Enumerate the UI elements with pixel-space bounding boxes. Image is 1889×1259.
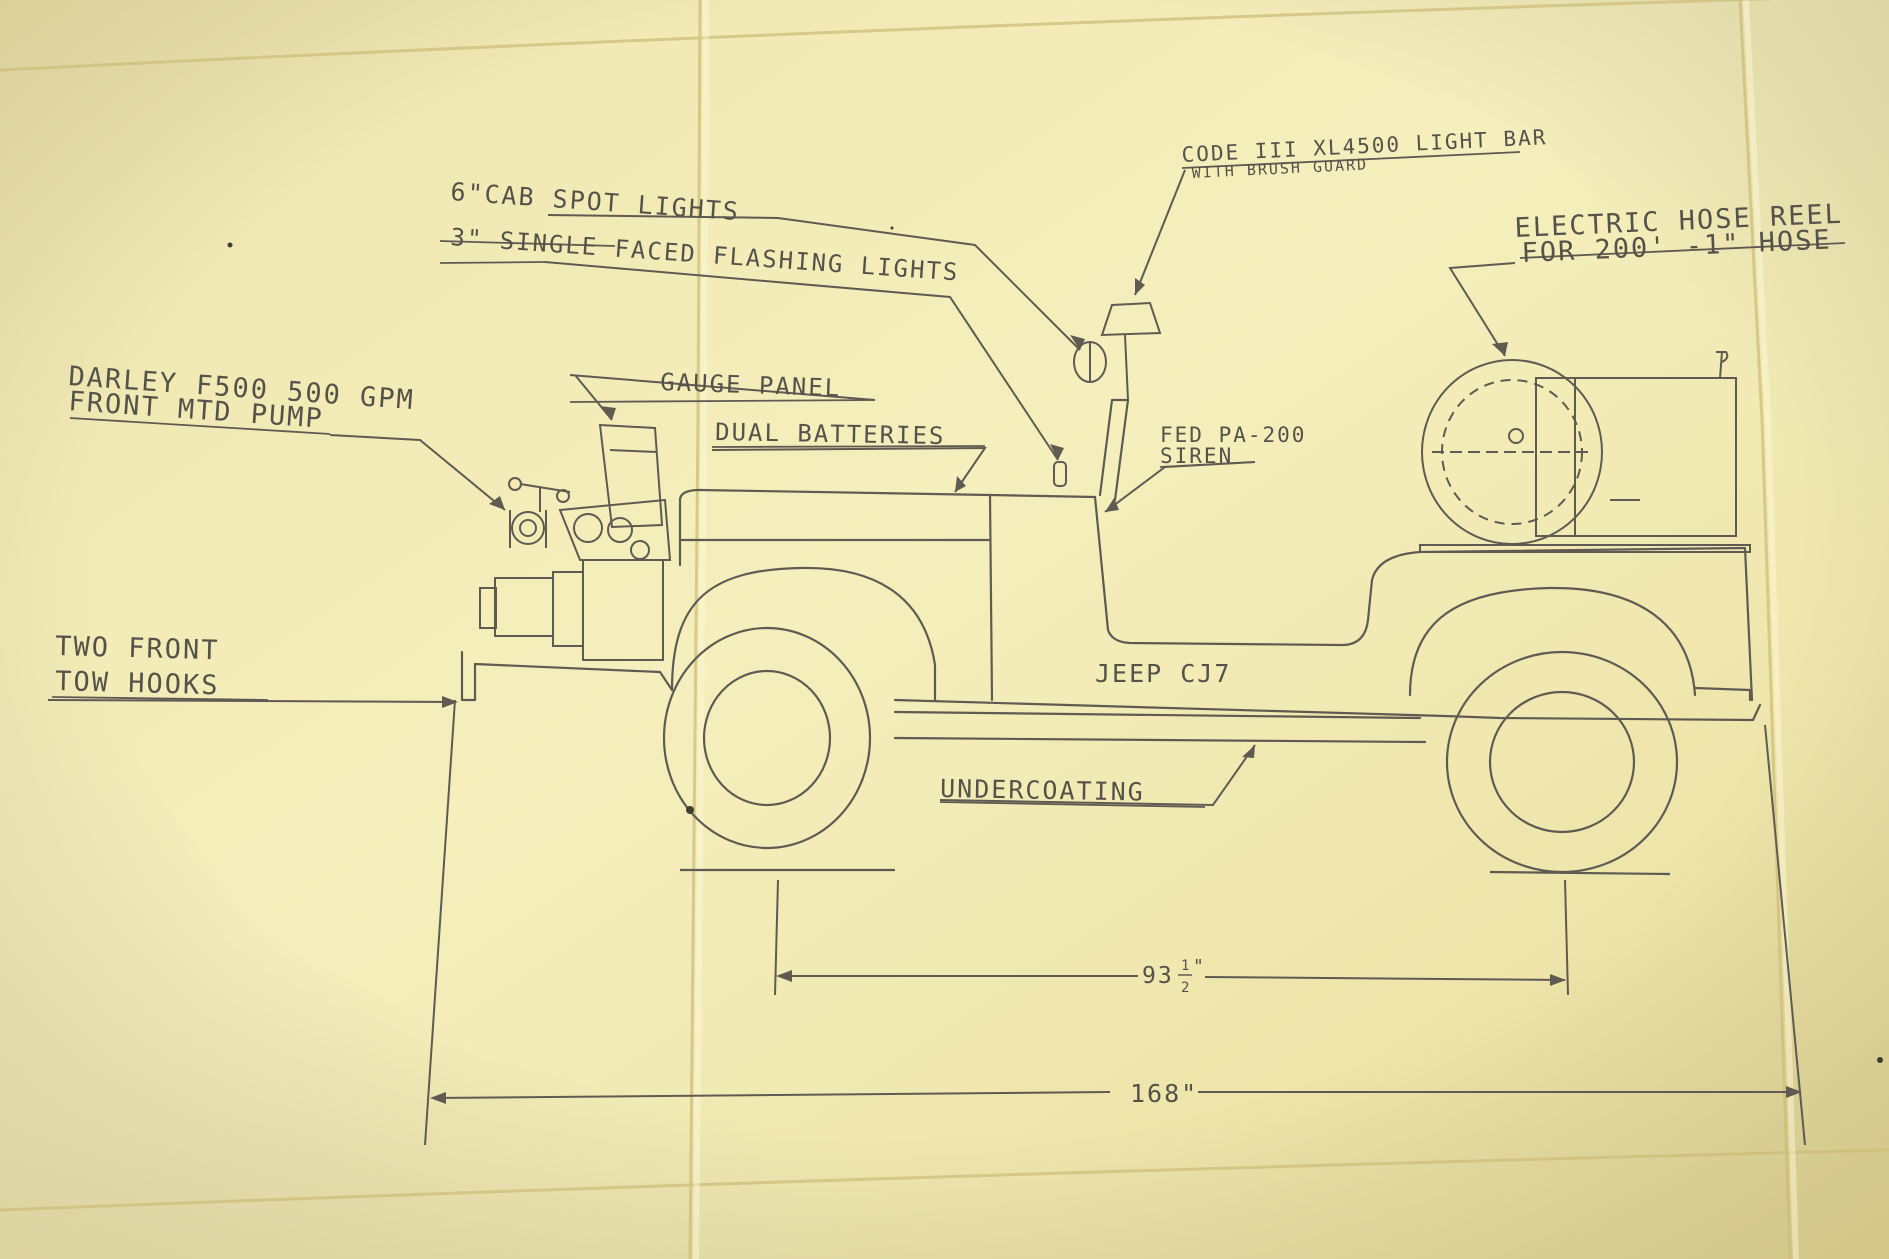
wheelbase-value: 93 [1142,963,1174,989]
light-bar [1100,301,1162,401]
lower-frame-2 [893,710,1422,720]
leader-flashing [544,261,1059,461]
label-dual-batteries: DUAL BATTERIES [715,418,946,450]
front-fender [670,566,937,702]
front-bumper [460,650,674,702]
dimension-lines [424,699,1806,1146]
gauge-panel-box [598,423,664,529]
overall-line-left [431,1091,1111,1099]
label-undercoating: UNDERCOATING [940,774,1145,807]
hose-reel [1419,351,1751,553]
cab-tub [1093,495,1754,702]
wheelbase-line-right [1204,976,1566,981]
pump-housing [558,498,672,561]
front-wheel [662,626,895,872]
label-siren-line2: SIREN [1160,444,1233,468]
label-underlines [51,151,1846,808]
rear-fender [1408,586,1697,697]
rear-step [1693,686,1752,702]
cowl-line [988,493,994,702]
jeep-outline [460,398,1762,744]
wheelbase-fraction-num: 1 [1181,958,1191,974]
label-siren-line1: FED PA-200 [1160,423,1306,447]
frame-rail [893,698,1762,722]
overall-length-value: 168" [1130,1079,1198,1108]
label-gauge-panel: GAUGE PANEL [660,368,842,402]
wheelbase-unit: " [1193,956,1206,977]
wheelbase-fraction-den: 2 [1181,980,1191,996]
rear-wheel [1445,650,1679,876]
lower-frame [893,736,1427,744]
label-vehicle: JEEP CJ7 [1095,659,1231,688]
leader-light-bar [1134,169,1186,296]
label-tow-hooks-line2: TOW HOOKS [55,666,220,701]
leader-batteries [711,446,987,493]
label-tow-hooks-line1: TWO FRONT [55,631,220,666]
spot-light [1073,341,1107,383]
leader-tow-hooks [47,699,456,703]
leader-pump [329,434,506,511]
paper-specks [227,226,1883,1063]
hood [678,488,1097,567]
arrowheads [442,278,1508,758]
leader-lines [47,169,1516,807]
fold-shadows [693,0,1799,1259]
leader-undercoating [939,744,1256,807]
flashing-light [1053,461,1067,487]
front-pump [479,477,672,661]
leader-hose-reel [1448,262,1516,357]
windshield-post [1098,398,1130,502]
dimension-arrows [430,970,1802,1104]
leader-cab-spot [547,214,1081,351]
